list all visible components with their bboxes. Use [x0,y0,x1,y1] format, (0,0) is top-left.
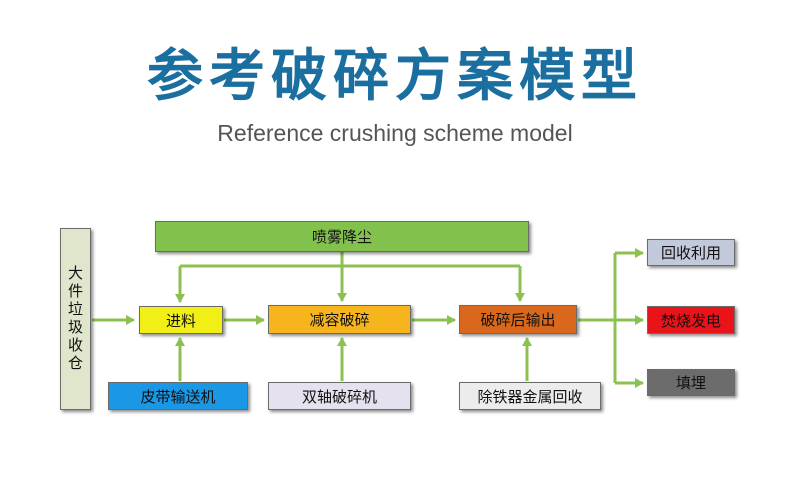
node-recycle: 回收利用 [647,239,735,266]
page-title: 参考破碎方案模型 [147,44,643,109]
page-subtitle: Reference crushing scheme model [217,120,573,146]
node-output: 破碎后输出 [459,305,577,334]
node-landfill: 填埋 [647,369,735,396]
node-power: 焚烧发电 [647,306,735,334]
node-source: 大件垃圾收仓 [60,228,91,410]
node-reduce: 减容破碎 [268,305,411,334]
node-shaft: 双轴破碎机 [268,382,411,410]
node-iron: 除铁器金属回收 [459,382,601,410]
node-belt: 皮带输送机 [108,382,248,410]
node-spray: 喷雾降尘 [155,221,529,252]
node-feed: 进料 [139,306,223,334]
